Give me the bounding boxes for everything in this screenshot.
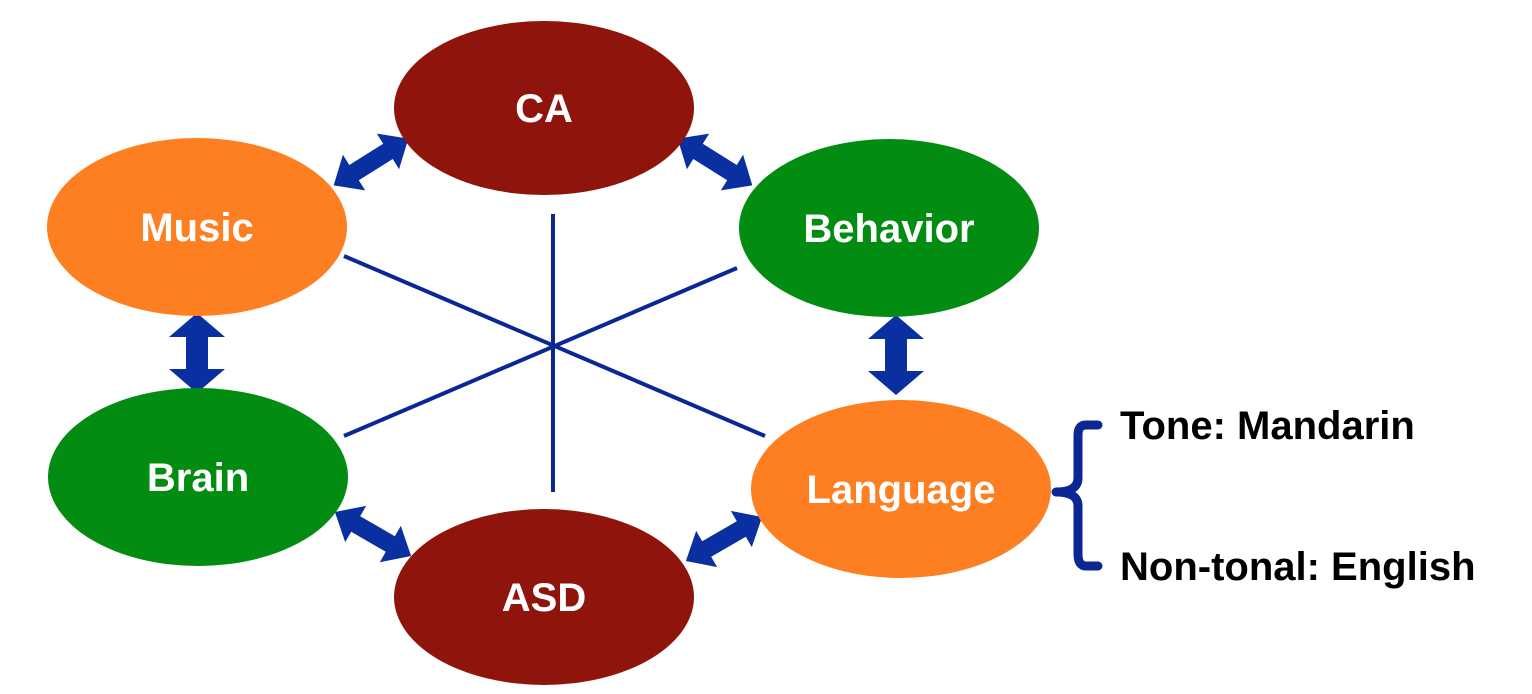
arrow-music-ca <box>333 133 409 191</box>
brace-icon <box>1051 420 1103 571</box>
node-asd-label: ASD <box>502 576 586 620</box>
arrow-behavior-language <box>868 315 924 395</box>
double-arrows <box>169 133 924 568</box>
arrow-ca-behavior <box>677 133 753 191</box>
node-music-ellipse <box>47 138 347 316</box>
double-arrow-icon <box>334 505 412 563</box>
node-ca-ellipse <box>394 21 694 195</box>
arrow-music-brain <box>169 313 225 393</box>
connector-line-behavior-brain <box>343 266 738 438</box>
branch-tone-label: Tone: Mandarin <box>1120 404 1415 448</box>
arrow-brain-asd <box>334 505 412 563</box>
node-behavior-ellipse <box>739 139 1039 317</box>
node-music-label: Music <box>140 206 253 250</box>
node-language-label: Language <box>807 468 996 512</box>
node-ca: CA <box>394 21 694 195</box>
node-language-ellipse <box>751 400 1051 578</box>
double-arrow-icon <box>677 133 753 191</box>
center-connectors <box>343 214 766 492</box>
double-arrow-icon <box>169 313 225 393</box>
node-ca-label: CA <box>515 87 573 131</box>
double-arrow-icon <box>685 510 763 568</box>
node-brain-ellipse <box>48 388 348 566</box>
node-behavior-label: Behavior <box>803 207 974 251</box>
double-arrow-icon <box>333 133 409 191</box>
arrow-asd-language <box>685 510 763 568</box>
node-behavior: Behavior <box>739 139 1039 317</box>
double-arrow-icon <box>868 315 924 395</box>
node-brain-label: Brain <box>147 456 249 500</box>
branch-non-tonal-label: Non-tonal: English <box>1120 545 1476 589</box>
node-music: Music <box>47 138 347 316</box>
node-asd-ellipse <box>394 509 694 685</box>
node-language: Language <box>751 400 1051 578</box>
node-asd: ASD <box>394 509 694 685</box>
node-brain: Brain <box>48 388 348 566</box>
